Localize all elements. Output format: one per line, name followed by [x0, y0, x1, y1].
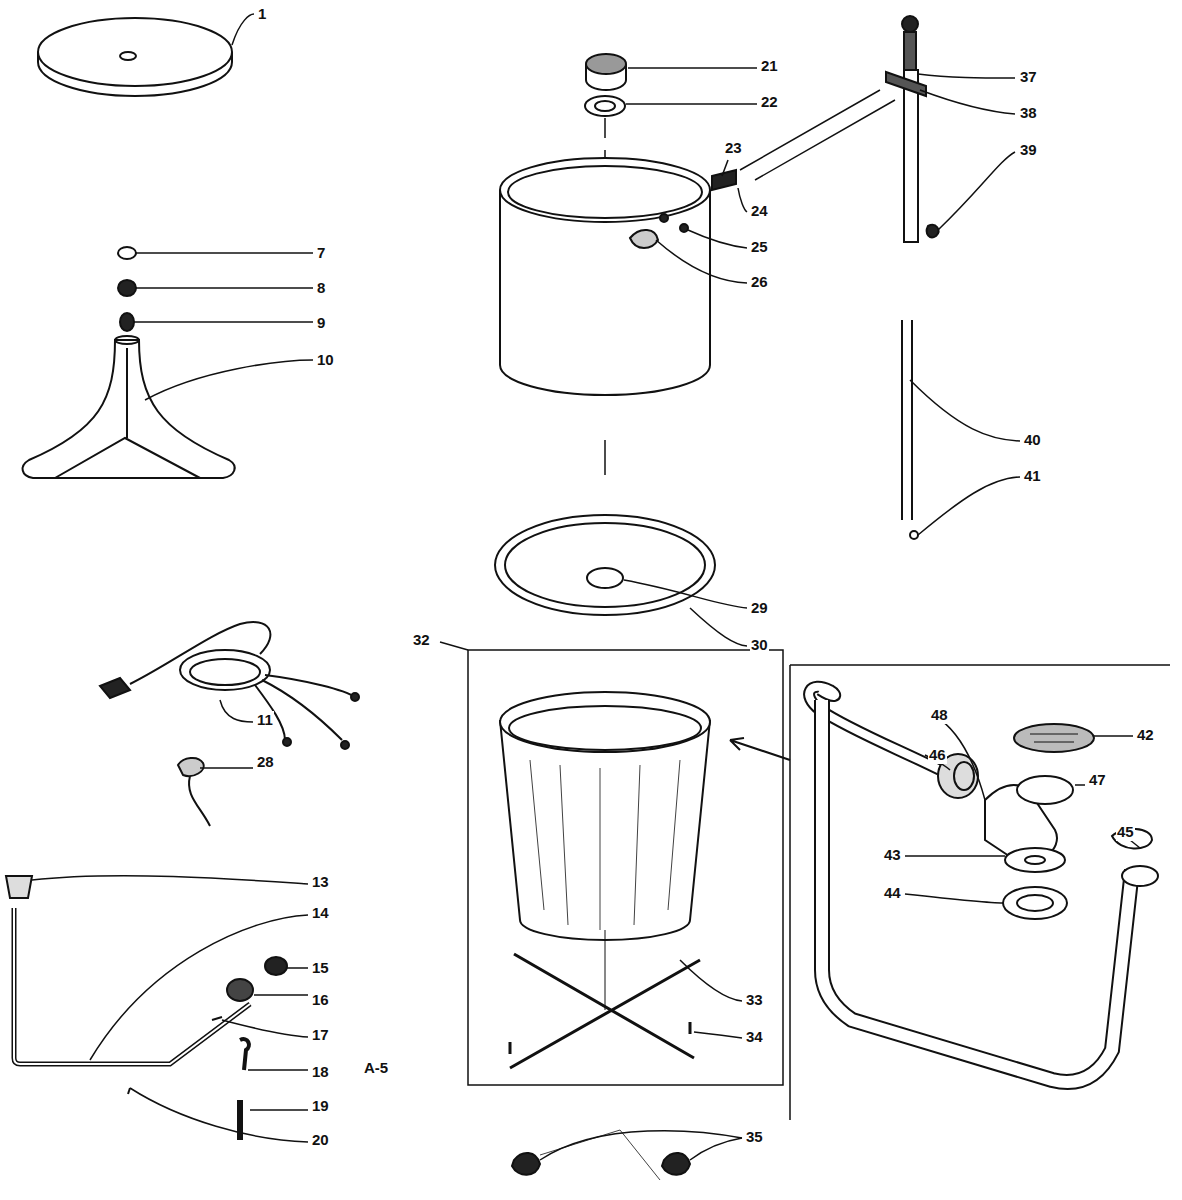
callout-number: 41: [1023, 467, 1042, 485]
callout-number: 23: [724, 139, 743, 157]
callout-number: 35: [745, 1128, 764, 1146]
callout-number: 34: [745, 1028, 764, 1046]
callout-number: 29: [750, 599, 769, 617]
callout-number: 42: [1136, 726, 1155, 744]
callout-number: 15: [311, 959, 330, 977]
callout-number: 47: [1088, 771, 1107, 789]
callout-number: 8: [316, 279, 326, 297]
callout-number: 39: [1019, 141, 1038, 159]
callout-number: 37: [1019, 68, 1038, 86]
fill-hose: [6, 876, 287, 1140]
callout-number: 14: [311, 904, 330, 922]
callout-number: 43: [883, 846, 902, 864]
callout-number: 28: [256, 753, 275, 771]
callout-number: 46: [928, 746, 947, 764]
callout-number: 17: [311, 1026, 330, 1044]
callout-number: 48: [930, 706, 949, 724]
callout-number: 33: [745, 991, 764, 1009]
basket-assembly: [440, 642, 783, 1085]
callout-number: 9: [316, 314, 326, 332]
tub-bottom-ring: [495, 515, 715, 615]
agitator: [23, 247, 235, 478]
callout-number: 45: [1116, 823, 1135, 841]
callout-number: 30: [750, 636, 769, 654]
callout-number: 24: [750, 202, 769, 220]
callout-number: 11: [256, 711, 274, 729]
callout-number: 44: [883, 884, 902, 902]
callout-number: 32: [412, 631, 431, 649]
callout-number: 1: [257, 5, 267, 23]
leader-lines: [32, 14, 1140, 1160]
callout-number: 7: [316, 244, 326, 262]
drain-assembly: [730, 665, 1170, 1120]
callout-number: 18: [311, 1063, 330, 1081]
figure-label: A-5: [363, 1059, 389, 1077]
callout-number: 26: [750, 273, 769, 291]
callout-number: 16: [311, 991, 330, 1009]
callout-number: 22: [760, 93, 779, 111]
outer-tub: [500, 54, 895, 475]
callout-number: 19: [311, 1097, 330, 1115]
leveling-feet: [512, 1130, 690, 1180]
callout-number: 13: [311, 873, 330, 891]
callout-number: 38: [1019, 104, 1038, 122]
power-cord: [100, 622, 359, 826]
callout-number: 10: [316, 351, 335, 369]
callout-number: 20: [311, 1131, 330, 1149]
callout-number: 21: [760, 57, 779, 75]
callout-number: 40: [1023, 431, 1042, 449]
lid-disk: [38, 18, 232, 96]
callout-number: 25: [750, 238, 769, 256]
